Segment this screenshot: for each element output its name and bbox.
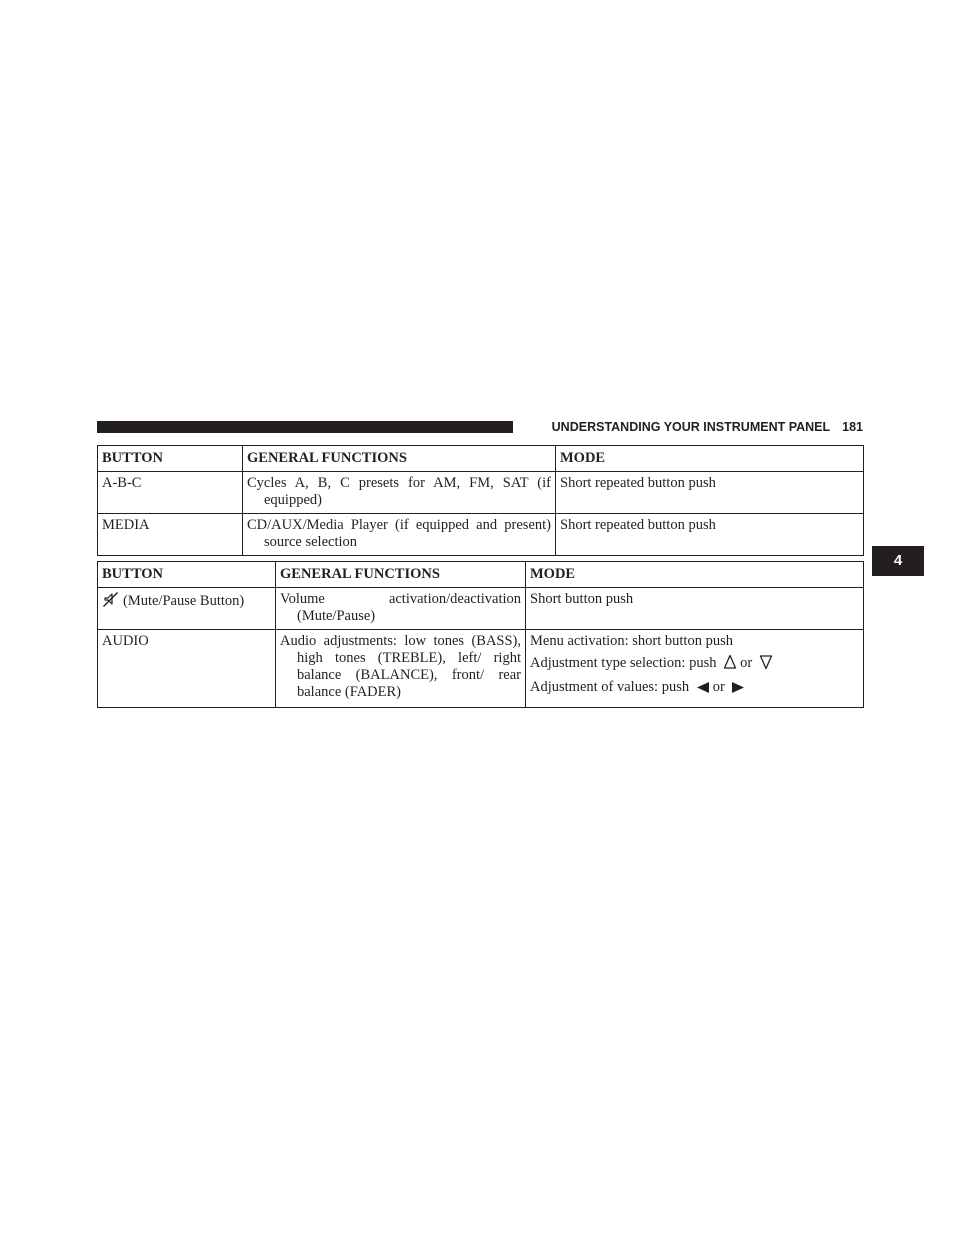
- controls-table-2: BUTTON GENERAL FUNCTIONS MODE (Mute/Paus…: [97, 561, 864, 708]
- cell-functions: Cycles A, B, C presets for AM, FM, SAT (…: [242, 471, 556, 514]
- right-triangle-filled-icon: [731, 681, 745, 699]
- col-header-functions: GENERAL FUNCTIONS: [275, 561, 526, 588]
- table-header-row: BUTTON GENERAL FUNCTIONS MODE: [97, 445, 864, 472]
- table-row: A-B-C Cycles A, B, C presets for AM, FM,…: [97, 471, 864, 514]
- cell-mode: Short button push: [525, 587, 864, 630]
- down-triangle-outline-icon: [759, 654, 773, 675]
- cell-button: (Mute/Pause Button): [97, 587, 276, 630]
- chapter-tab[interactable]: 4: [872, 546, 924, 576]
- controls-table-1: BUTTON GENERAL FUNCTIONS MODE A-B-C Cycl…: [97, 445, 864, 556]
- cell-functions: Audio adjustments: low tones (BASS), hig…: [275, 629, 526, 708]
- table-row: AUDIO Audio adjustments: low tones (BASS…: [97, 629, 864, 708]
- col-header-button: BUTTON: [97, 445, 243, 472]
- cell-functions: CD/AUX/Media Player (if equipped and pre…: [242, 513, 556, 556]
- mode-line: Adjustment of values: push or: [530, 679, 859, 699]
- page-number: 181: [842, 420, 863, 434]
- col-header-mode: MODE: [525, 561, 864, 588]
- header-rule: [97, 421, 513, 433]
- mode-line: Adjustment type selection: push or: [530, 654, 859, 675]
- table-header-row: BUTTON GENERAL FUNCTIONS MODE: [97, 561, 864, 588]
- cell-mode: Short repeated button push: [555, 513, 864, 556]
- mute-label: (Mute/Pause Button): [123, 593, 245, 609]
- section-title: UNDERSTANDING YOUR INSTRUMENT PANEL: [551, 420, 831, 434]
- running-header: UNDERSTANDING YOUR INSTRUMENT PANEL 181: [522, 419, 863, 435]
- col-header-functions: GENERAL FUNCTIONS: [242, 445, 556, 472]
- mode-line: Menu activation: short button push: [530, 633, 733, 649]
- cell-button: AUDIO: [97, 629, 276, 708]
- mute-icon: [102, 591, 119, 608]
- table-row: (Mute/Pause Button) Volume activation/de…: [97, 587, 864, 630]
- left-triangle-filled-icon: [696, 681, 710, 699]
- cell-mode: Short repeated button push: [555, 471, 864, 514]
- table-row: MEDIA CD/AUX/Media Player (if equipped a…: [97, 513, 864, 556]
- col-header-button: BUTTON: [97, 561, 276, 588]
- cell-mode: Menu activation: short button push Adjus…: [525, 629, 864, 708]
- cell-button: MEDIA: [97, 513, 243, 556]
- cell-button: A-B-C: [97, 471, 243, 514]
- up-triangle-outline-icon: [723, 654, 737, 675]
- col-header-mode: MODE: [555, 445, 864, 472]
- cell-functions: Volume activation/deactivation (Mute/Pau…: [275, 587, 526, 630]
